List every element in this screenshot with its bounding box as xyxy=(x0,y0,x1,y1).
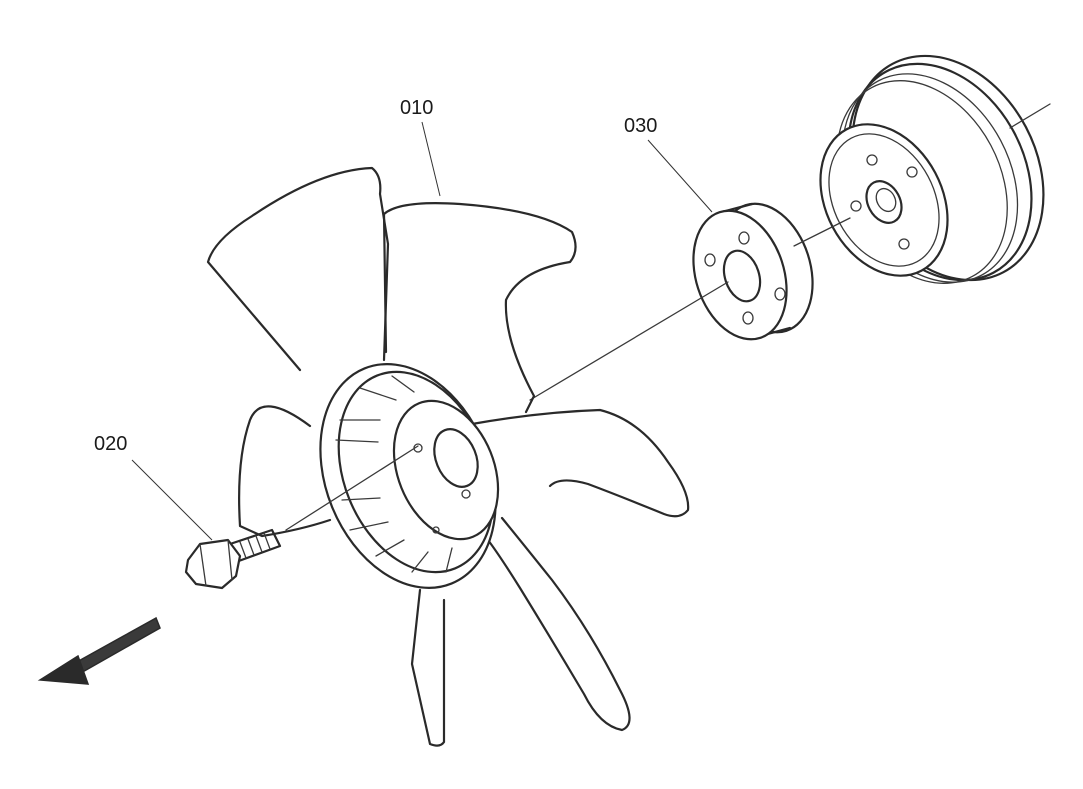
front-direction-arrow xyxy=(37,616,161,685)
axis-line-lower xyxy=(285,445,419,531)
leader-line-010 xyxy=(421,121,441,197)
spacer xyxy=(692,202,814,341)
bolt xyxy=(184,528,282,590)
pulley xyxy=(819,54,1051,284)
part-label-bolt: 020 xyxy=(94,433,127,455)
part-label-spacer: 030 xyxy=(624,115,657,137)
axis-line-middle xyxy=(529,281,729,401)
leader-line-030 xyxy=(647,139,713,213)
leader-line-020 xyxy=(131,459,213,541)
part-label-fan: 010 xyxy=(400,97,433,119)
fan xyxy=(206,166,690,747)
axis-line-upper xyxy=(793,217,851,247)
